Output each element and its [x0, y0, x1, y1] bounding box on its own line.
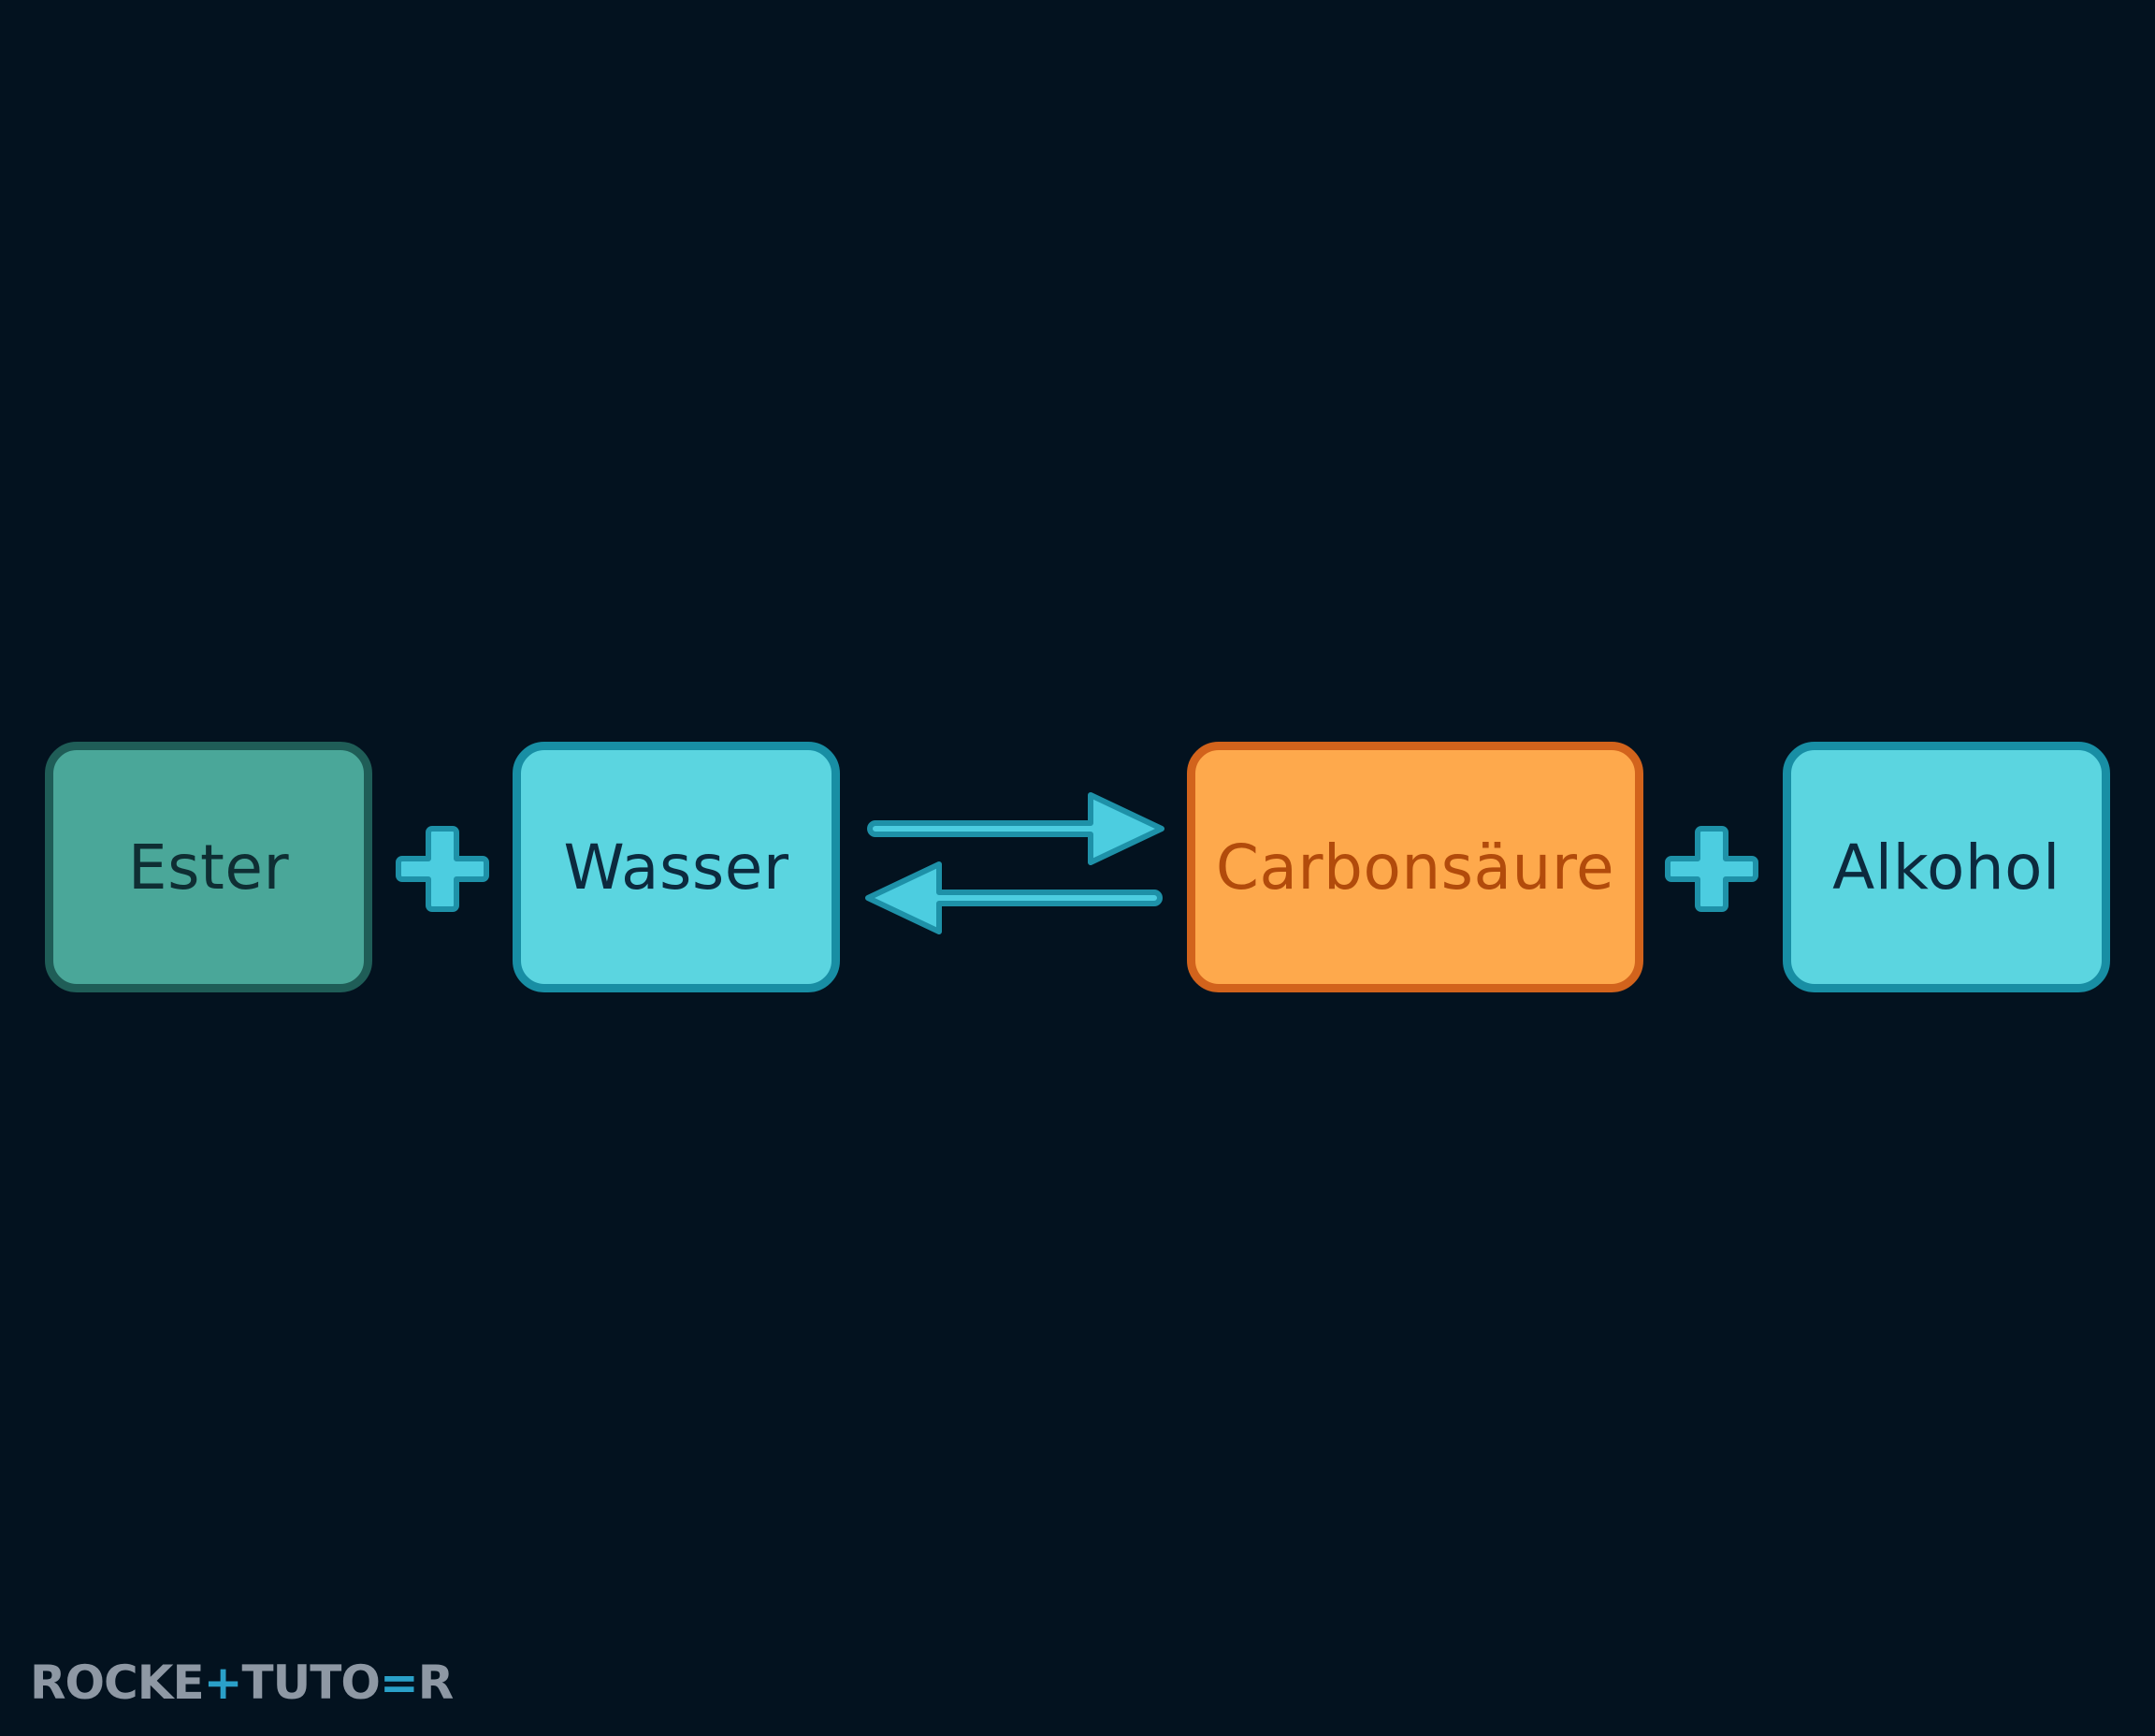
brand-mark: + [203, 1656, 243, 1710]
plus-icon [1665, 826, 1758, 912]
node-alkohol-label: Alkohol [1832, 831, 2061, 904]
node-carbonsaeure-label: Carbonsäure [1215, 831, 1615, 904]
plus-icon [396, 826, 489, 912]
forward-arrow [867, 792, 1164, 865]
brand-part-2: TUTO [241, 1656, 381, 1710]
node-alkohol: Alkohol [1783, 742, 2110, 992]
node-ester-label: Ester [127, 831, 290, 904]
reverse-arrow [865, 861, 1163, 934]
node-ester: Ester [45, 742, 372, 992]
node-carbonsaeure: Carbonsäure [1187, 742, 1643, 992]
node-wasser-label: Wasser [563, 831, 789, 904]
equilibrium-arrows-icon [865, 792, 1164, 934]
brand-mark-2: = [379, 1656, 419, 1710]
brand-part-3: R [417, 1656, 455, 1710]
brand-part-1: ROCKE [30, 1656, 205, 1710]
node-wasser: Wasser [513, 742, 840, 992]
brand-logo: ROCKE+TUTO=R [30, 1656, 455, 1710]
